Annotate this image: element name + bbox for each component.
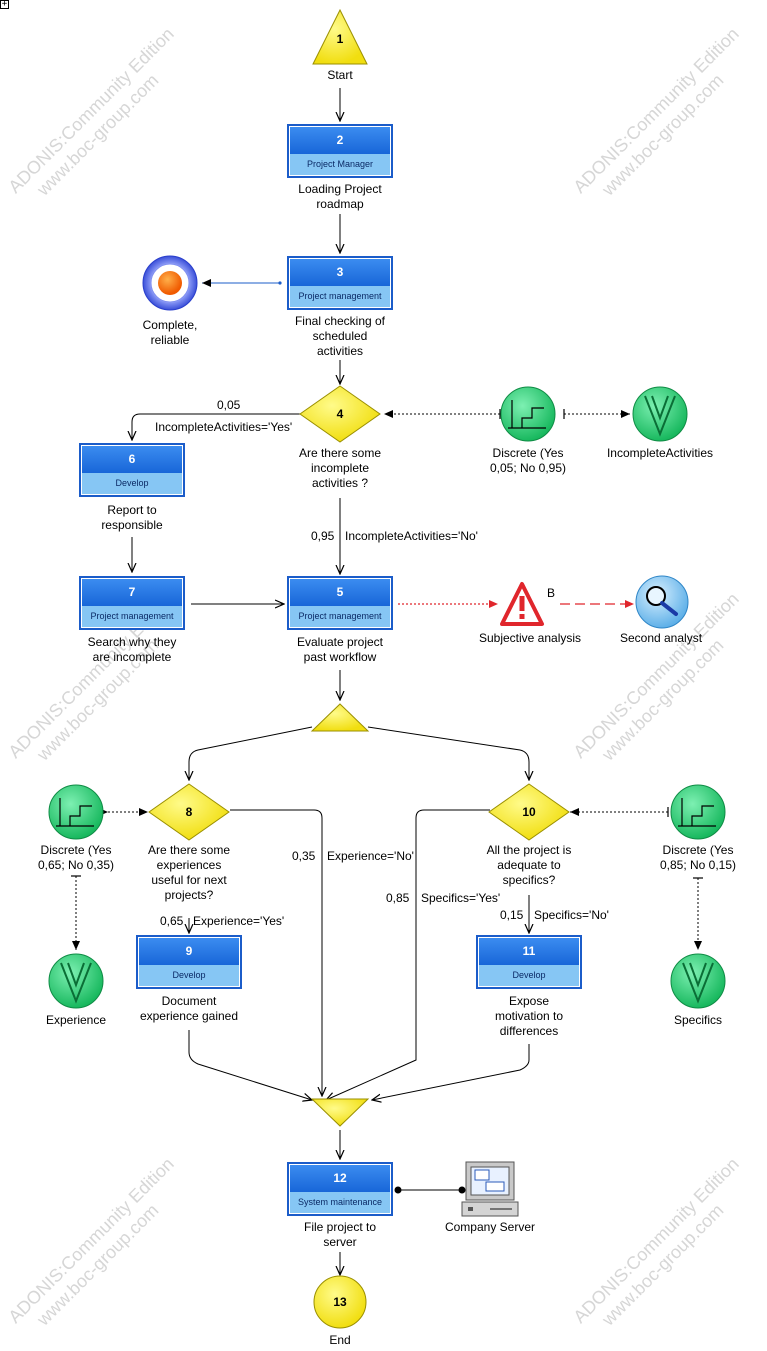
activity-5-number: 5 [290,579,390,606]
discrete-4-label: Discrete (Yes 0,05; No 0,95) [489,446,567,475]
activity-6-number: 6 [82,446,182,473]
start-label: Start [327,68,353,82]
edge-8-9-condition: Experience='Yes' [193,914,285,928]
split-triangle[interactable] [310,703,370,732]
activity-2-role: Project Manager [290,154,390,175]
discrete-8-icon[interactable] [48,784,104,840]
edges [132,88,529,1275]
activity-7-role: Project management [82,606,182,627]
edge-11-merge [372,1044,530,1100]
activity-11-role: Develop [479,965,579,986]
decision-10-label: All the project is adequate to specifics… [486,843,572,887]
edge-4-6-condition: IncompleteActivities='Yes' [155,420,293,434]
risk-icon[interactable] [500,582,544,626]
discrete-10-icon[interactable] [670,784,726,840]
analyst-label: Second analyst [619,631,703,645]
decision-8-diamond[interactable] [148,783,230,841]
variable-4-label: IncompleteActivities [606,446,714,460]
edge-8-merge-condition: Experience='No' [327,849,414,863]
relations [71,409,703,950]
activity-3-role: Project management [290,286,390,307]
discrete-10-label: Discrete (Yes 0,85; No 0,15) [659,843,737,872]
variable-10-icon[interactable] [670,953,726,1009]
activity-3-label: Final checking of scheduled activities [294,314,386,358]
activity-5[interactable]: 5 Project management [287,576,393,630]
decision-8-number: 8 [185,805,193,819]
server-icon[interactable] [461,1161,519,1217]
activity-12-role: System maintenance [290,1192,390,1213]
edge-10-merge-condition: Specifics='Yes' [421,891,501,905]
decision-10-diamond[interactable] [488,783,570,841]
discrete-4-icon[interactable] [500,386,556,442]
decision-4-number: 4 [336,407,344,421]
end-label: End [329,1333,351,1347]
activity-2-number: 2 [290,127,390,154]
start-number: 1 [336,32,344,46]
activity-2[interactable]: 2 Project Manager [287,124,393,178]
expand-icon[interactable]: + [0,0,9,9]
activity-9-label: Document experience gained [139,994,239,1023]
activity-11-label: Expose motivation to differences [494,994,564,1038]
edge-4-5-condition: IncompleteActivities='No' [345,529,478,543]
edge-10-11-condition: Specifics='No' [534,908,609,922]
variable-4-icon[interactable] [632,386,688,442]
edge-4-6-probability: 0,05 [217,398,241,412]
risk-marker: B [547,586,556,600]
start-triangle[interactable] [312,8,368,65]
activity-6[interactable]: 6 Develop [79,443,185,497]
edge-10-11-probability: 0,15 [500,908,524,922]
edge-split-8 [189,726,313,780]
variable-8-icon[interactable] [48,953,104,1009]
edge-split-10 [367,726,529,780]
activity-9[interactable]: 9 Develop [136,935,242,989]
edge-9-merge [188,1030,312,1100]
activity-7[interactable]: 7 Project management [79,576,185,630]
activity-11[interactable]: 11 Develop [476,935,582,989]
edge-4-5-probability: 0,95 [311,529,335,543]
activity-9-number: 9 [139,938,239,965]
variable-10-label: Specifics [673,1013,723,1027]
activity-12-number: 12 [290,1165,390,1192]
activity-5-label: Evaluate project past workflow [296,635,384,664]
edge-8-merge [230,809,322,1096]
end-number: 13 [333,1295,347,1309]
edge-4-6 [132,413,300,440]
edge-8-merge-probability: 0,35 [292,849,316,863]
server-label: Company Server [444,1220,536,1234]
edge-10-merge-probability: 0,85 [386,891,410,905]
activity-3-number: 3 [290,259,390,286]
activity-12[interactable]: 12 System maintenance [287,1162,393,1216]
activity-7-label: Search why they are incomplete [87,635,177,664]
decision-10-number: 10 [522,805,536,819]
decision-4-label: Are there some incomplete activities ? [298,446,382,490]
decision-8-label: Are there some experiences useful for ne… [147,843,231,902]
activity-7-number: 7 [82,579,182,606]
activity-6-label: Report to responsible [101,503,163,532]
end-circle[interactable] [313,1275,367,1329]
activity-9-role: Develop [139,965,239,986]
activity-3[interactable]: 3 Project management [287,256,393,310]
analyst-icon[interactable] [635,575,689,629]
activity-12-label: File project to server [303,1220,377,1249]
variable-8-label: Experience [45,1013,107,1027]
result-icon[interactable] [142,255,198,311]
activity-6-role: Develop [82,473,182,494]
edge-8-9-probability: 0,65 [160,914,184,928]
activity-5-role: Project management [290,606,390,627]
activity-11-number: 11 [479,938,579,965]
result-label: Complete, reliable [142,318,198,347]
edge-10-merge [326,809,490,1100]
activity-2-label: Loading Project roadmap [298,182,382,211]
decision-4-diamond[interactable] [299,385,381,443]
discrete-8-label: Discrete (Yes 0,65; No 0,35) [37,843,115,872]
risk-label: Subjective analysis [478,631,582,645]
merge-triangle[interactable] [310,1098,370,1127]
